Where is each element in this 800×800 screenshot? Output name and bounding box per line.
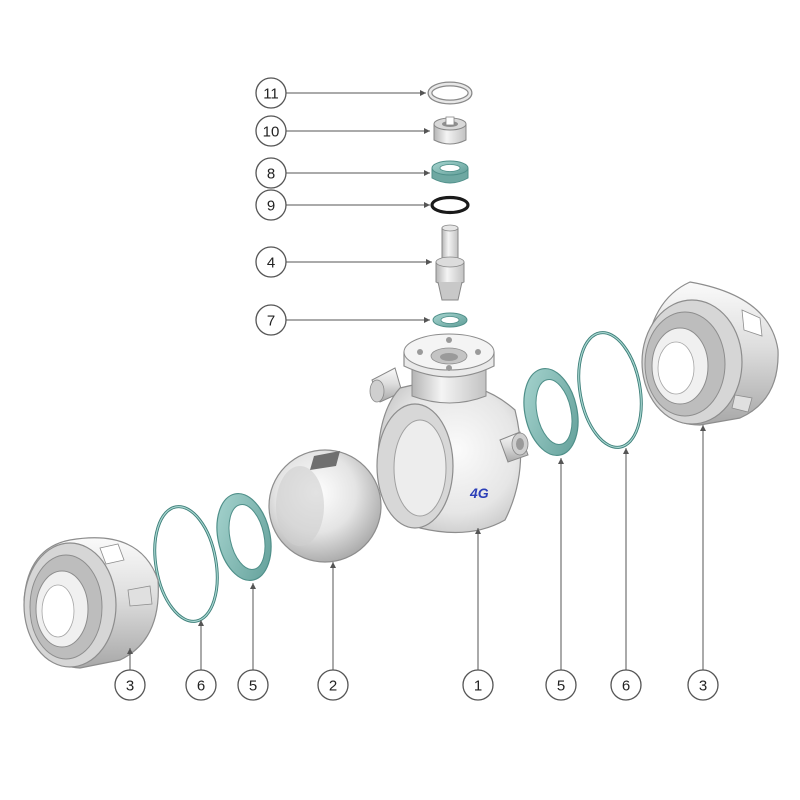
callout-2-label: 2 [329, 678, 337, 695]
part-5-seat-left [216, 493, 272, 581]
callout-9: 9 [255, 189, 287, 221]
part-6-body-seal-right [577, 331, 643, 449]
part-8-packing-ring [431, 160, 469, 184]
part-3-end-cap-right [641, 281, 779, 426]
callout-1: 1 [462, 669, 494, 701]
part-6-body-seal-left [153, 505, 219, 623]
part-7-thrust-washer [432, 312, 468, 328]
callout-8: 8 [255, 157, 287, 189]
callout-2: 2 [317, 669, 349, 701]
callout-1-label: 1 [474, 678, 482, 695]
callout-9-label: 9 [267, 198, 275, 215]
callout-8-label: 8 [267, 166, 275, 183]
brand-logo-4g: 4G [469, 485, 489, 501]
callout-11-label: 11 [263, 86, 279, 103]
callout-6-right: 6 [610, 669, 642, 701]
leader-lines [127, 90, 706, 670]
callout-6-left-label: 6 [197, 678, 205, 695]
callout-11: 11 [255, 77, 287, 109]
callout-7: 7 [255, 304, 287, 336]
part-10-gland-nut [433, 116, 467, 145]
part-4-stem [435, 224, 465, 301]
part-11-top-ring [427, 81, 473, 105]
callout-10: 10 [255, 115, 287, 147]
part-5-seat-right [523, 368, 579, 456]
callout-7-label: 7 [267, 313, 275, 330]
callout-4: 4 [255, 246, 287, 278]
callout-3-left-label: 3 [126, 678, 134, 695]
part-9-black-oring [430, 195, 470, 215]
callout-6-right-label: 6 [622, 678, 630, 695]
callout-3-left: 3 [114, 669, 146, 701]
callout-4-label: 4 [267, 255, 275, 272]
callout-10-label: 10 [263, 124, 280, 141]
callout-6-left: 6 [185, 669, 217, 701]
callout-5-left: 5 [237, 669, 269, 701]
callout-3-right-label: 3 [699, 678, 707, 695]
part-1-valve-body: 4G [369, 333, 529, 534]
callout-5-right: 5 [545, 669, 577, 701]
callout-3-right: 3 [687, 669, 719, 701]
callout-5-left-label: 5 [249, 678, 257, 695]
callout-5-right-label: 5 [557, 678, 565, 695]
part-2-ball [268, 449, 382, 563]
part-3-end-cap-left [23, 537, 159, 669]
